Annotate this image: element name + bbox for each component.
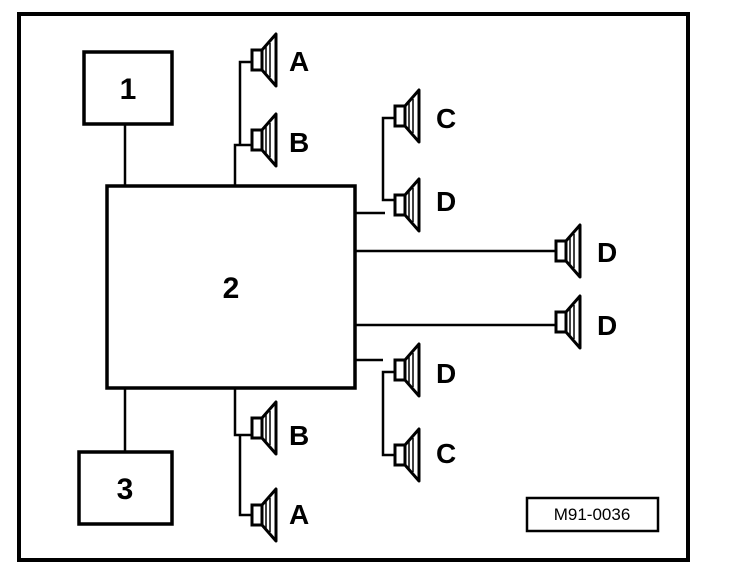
speaker-top-b: B — [250, 112, 309, 168]
module-1: 1 — [82, 50, 174, 126]
module-2: 2 — [105, 184, 357, 390]
speaker-mid-d1: D — [554, 223, 617, 279]
speaker-bottom-b-label: B — [289, 420, 309, 451]
reference-code: M91-0036 — [525, 496, 660, 533]
speaker-bottom-a: A — [250, 487, 309, 543]
speaker-top-a-label: A — [289, 46, 309, 77]
speaker-mid-d1-label: D — [597, 237, 617, 268]
module-2-label: 2 — [223, 272, 240, 305]
speaker-lower-d: D — [393, 342, 456, 398]
speaker-upper-c: C — [393, 88, 456, 144]
speaker-upper-d-label: D — [436, 186, 456, 217]
speaker-mid-d2: D — [554, 294, 617, 350]
speaker-bottom-b: B — [250, 400, 309, 456]
speaker-upper-d: D — [393, 177, 456, 233]
speaker-bottom-a-label: A — [289, 499, 309, 530]
reference-code-box — [525, 496, 660, 533]
module-1-label: 1 — [120, 73, 137, 106]
module-3-box — [77, 450, 174, 526]
speaker-lower-c: C — [393, 427, 456, 483]
speaker-top-b-label: B — [289, 127, 309, 158]
module-3-label: 3 — [117, 473, 134, 506]
reference-code-text: M91-0036 — [554, 505, 631, 524]
module-2-box — [105, 184, 357, 390]
wiring — [123, 60, 556, 517]
speaker-upper-c-label: C — [436, 103, 456, 134]
speaker-top-a: A — [250, 32, 309, 88]
speaker-lower-d-label: D — [436, 358, 456, 389]
module-3: 3 — [77, 450, 174, 526]
module-1-box — [82, 50, 174, 126]
speaker-mid-d2-label: D — [597, 310, 617, 341]
speaker-lower-c-label: C — [436, 438, 456, 469]
